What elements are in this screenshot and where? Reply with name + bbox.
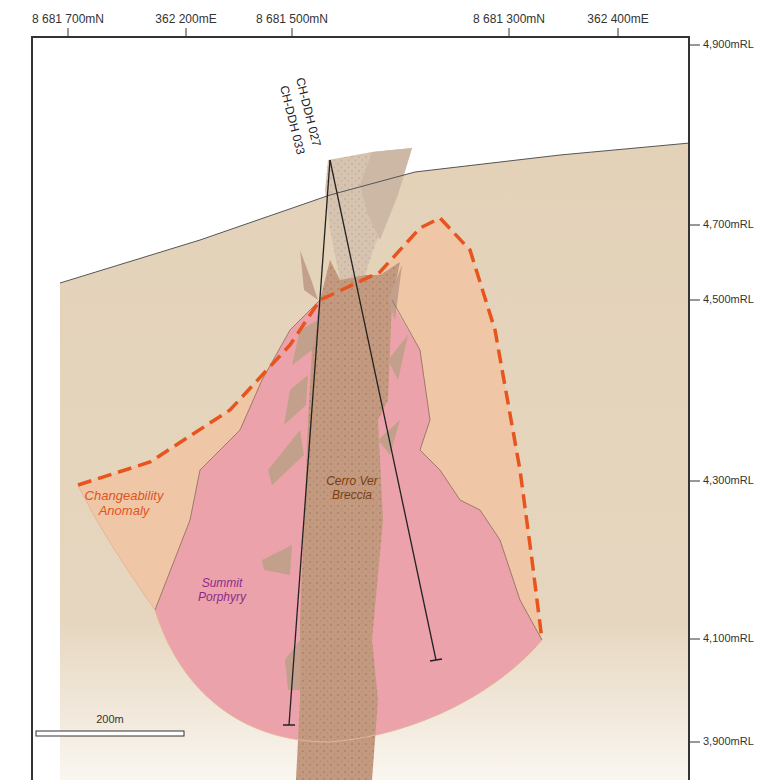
- elevation-label: 4,100mRL: [703, 632, 754, 645]
- axis-label: 8 681 500mN: [256, 12, 328, 26]
- axis-label: 362 200mE: [155, 12, 216, 26]
- elevation-label: 4,500mRL: [703, 293, 754, 306]
- axis-label: 8 681 700mN: [32, 12, 104, 26]
- unit-label: Changeability Anomaly: [76, 488, 172, 518]
- axis-label: 8 681 300mN: [473, 12, 545, 26]
- scale-label: 200m: [96, 713, 124, 726]
- elevation-label: 4,300mRL: [703, 474, 754, 487]
- elevation-label: 4,700mRL: [703, 218, 754, 231]
- unit-label: Cerro Ver Breccia: [322, 474, 382, 502]
- elevation-label: 4,900mRL: [703, 38, 754, 51]
- elevation-label: 3,900mRL: [703, 735, 754, 748]
- unit-label: Summit Porphyry: [189, 576, 255, 604]
- axis-label: 362 400mE: [587, 12, 648, 26]
